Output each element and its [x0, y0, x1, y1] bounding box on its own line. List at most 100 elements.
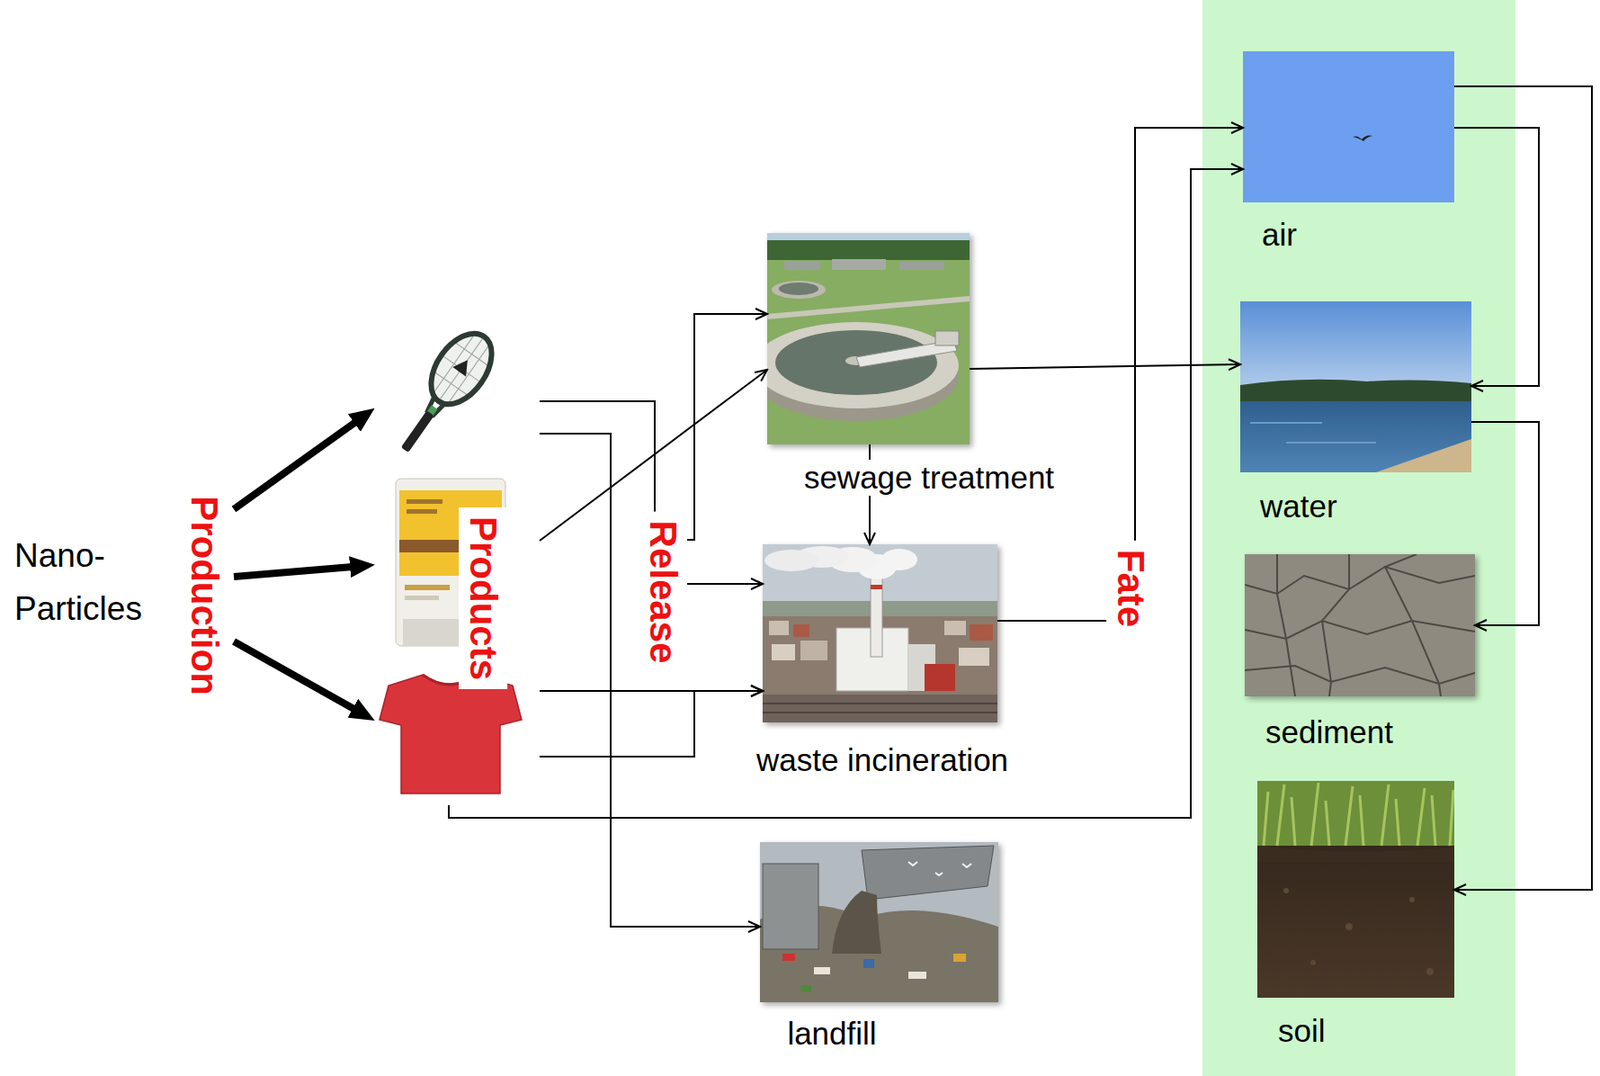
incinerator-picture [762, 702, 998, 705]
tennis-racket-picture [452, 355, 474, 376]
incinerator-picture [762, 694, 998, 723]
sewage-treatment-picture: sewage treatment [767, 232, 970, 445]
soil-picture [1409, 896, 1415, 903]
tennis-racket-picture [384, 321, 505, 464]
products-group: Products [373, 323, 540, 805]
landfill-picture [800, 984, 812, 993]
sunscreen-tube-picture [406, 509, 438, 514]
landfill-picture [831, 890, 882, 954]
incinerator-picture [800, 640, 828, 661]
sewage-plant-picture [778, 282, 819, 295]
sewage-plant-picture [767, 298, 970, 317]
sewage-plant-picture [767, 232, 970, 445]
water-picture [1250, 421, 1323, 424]
sewage-plant-picture [771, 280, 826, 299]
picture-caption: sewage treatment [800, 459, 1058, 496]
picture-caption: sediment [1265, 714, 1394, 751]
picture-caption: water [1260, 488, 1338, 525]
water-picture [1376, 438, 1472, 473]
water-picture [1240, 379, 1472, 403]
flow-arrow [539, 433, 760, 927]
water-picture [1240, 301, 1472, 392]
sunscreen-tube-picture [404, 584, 450, 590]
incinerator-picture [881, 548, 918, 571]
incinerator-picture [793, 624, 810, 637]
picture-caption: waste incineration [756, 741, 1009, 778]
incinerator-picture [944, 620, 966, 635]
landfill-picture [953, 953, 966, 962]
sediment-picture: sediment [1244, 554, 1475, 697]
flow-arrow [1454, 86, 1592, 890]
air-picture [1242, 51, 1455, 203]
sediment-picture [1244, 554, 1475, 697]
water-picture [1286, 441, 1377, 444]
soil-picture: soil [1257, 780, 1455, 998]
sewage-plant-picture [831, 259, 886, 270]
environment-panel [1202, 0, 1516, 1076]
sediment-picture [1244, 620, 1475, 639]
flow-arrow [539, 690, 763, 757]
landfill-picture [813, 966, 831, 975]
soil-picture [1263, 782, 1454, 846]
sediment-picture [1277, 554, 1441, 697]
sediment-picture [1244, 566, 1475, 594]
soil-picture [1257, 845, 1455, 862]
flow-arrow [448, 169, 1243, 818]
picture-caption: landfill [786, 1015, 876, 1052]
landfill-picture [762, 863, 819, 949]
landfill-picture [759, 841, 999, 1002]
landfill-picture [861, 845, 994, 900]
production-arrow [233, 566, 356, 577]
t-shirt-picture [379, 674, 522, 794]
flow-arrow [1471, 421, 1539, 626]
picture-caption: soil [1278, 1012, 1326, 1049]
picture-shadow [762, 544, 998, 723]
air-picture [1242, 51, 1455, 203]
incinerator-picture [768, 620, 789, 635]
incinerator-picture [762, 544, 998, 723]
t-shirt-picture [379, 674, 522, 794]
soil-picture [1257, 780, 1455, 846]
flow-arrow [539, 313, 768, 540]
sediment-picture [1244, 665, 1475, 684]
incinerator-picture [771, 643, 796, 661]
incinerator-picture [924, 663, 956, 691]
water-picture: water [1240, 301, 1472, 473]
incinerator-picture [764, 549, 819, 572]
incinerator-picture [969, 624, 993, 641]
stage-label: Release [638, 511, 688, 673]
soil-picture [1426, 967, 1434, 975]
soil-picture [1257, 780, 1455, 998]
production-arrow [233, 420, 359, 510]
sewage-plant-picture [784, 260, 821, 270]
tennis-racket-picture [435, 372, 468, 395]
stage-label: Production [179, 486, 229, 705]
sewage-plant-picture [767, 232, 970, 260]
tennis-racket-picture [442, 355, 482, 383]
sunscreen-tube-picture [406, 499, 443, 504]
sediment-picture [1244, 554, 1475, 697]
waste-incineration-picture: waste incineration [762, 544, 998, 723]
tennis-racket-picture [384, 321, 505, 464]
stage-label: Products [458, 507, 508, 689]
picture-caption: air [1261, 216, 1297, 253]
tennis-racket-picture [401, 410, 435, 453]
landfill-picture [782, 953, 796, 961]
air-picture [1352, 135, 1373, 143]
flow-arrow [1454, 127, 1539, 386]
picture-shadow [1244, 554, 1475, 697]
picture-shadow [759, 841, 999, 1002]
soil-picture [1283, 887, 1289, 894]
landfill-picture [759, 841, 999, 1002]
sewage-plant-picture [767, 232, 970, 241]
air-picture: air [1242, 51, 1455, 203]
stage-label: Fate [1106, 540, 1155, 636]
landfill-picture: landfill [759, 841, 999, 1002]
landfill-picture [863, 958, 875, 968]
incinerator-picture [958, 647, 990, 666]
soil-picture [1310, 959, 1316, 966]
